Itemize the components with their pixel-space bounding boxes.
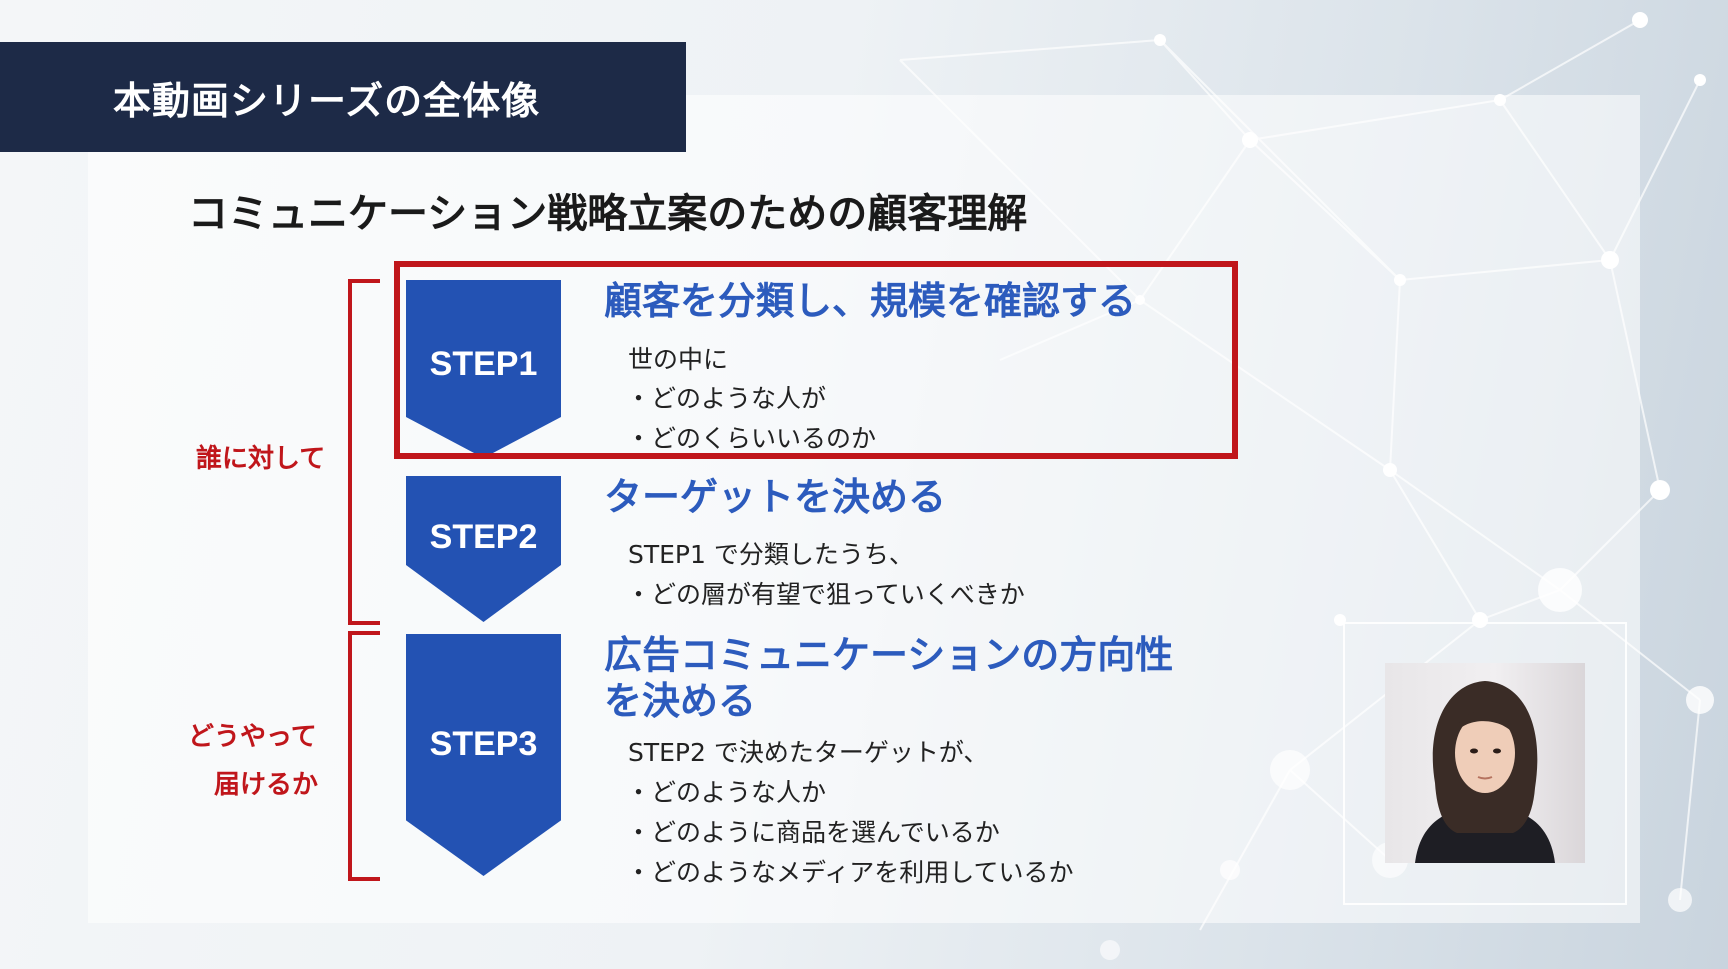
label-how-line2: 届けるか	[214, 770, 319, 800]
step3-heading-line2: を決める	[604, 679, 757, 723]
step2-label: STEP2	[429, 518, 538, 556]
presenter-video-icon[interactable]	[1385, 663, 1585, 863]
content-panel	[88, 95, 1640, 923]
label-how-line1: どうやって	[188, 722, 317, 752]
step1-line-1: 世の中に	[628, 345, 729, 374]
step2-line-1: STEP1 で分類したうち、	[628, 540, 914, 569]
step3-line-3: ・どのように商品を選んでいるか	[626, 818, 1000, 847]
step2-line-2: ・どの層が有望で狙っていくべきか	[626, 580, 1025, 609]
step3-line-4: ・どのようなメディアを利用しているか	[626, 858, 1074, 887]
presenter-frame	[1343, 622, 1627, 905]
label-who: 誰に対して	[196, 444, 326, 474]
step1-heading: 顧客を分類し、規模を確認する	[604, 279, 1137, 323]
step3-chevron: STEP3	[406, 634, 561, 876]
step1-chevron: STEP1	[406, 280, 561, 458]
slide-subtitle: コミュニケーション戦略立案のための顧客理解	[188, 191, 1028, 237]
step1-line-2: ・どのような人が	[626, 384, 827, 413]
step2-heading: ターゲットを決める	[604, 475, 947, 519]
step3-heading-line1: 広告コミュニケーションの方向性	[604, 633, 1174, 677]
step3-line-2: ・どのような人か	[626, 778, 827, 807]
step1-line-3: ・どのくらいいるのか	[626, 424, 877, 453]
bracket-how	[348, 631, 380, 881]
presenter-figure-icon	[1415, 681, 1555, 863]
title-banner	[0, 42, 686, 152]
step3-label: STEP3	[429, 725, 538, 763]
step1-highlight-box	[394, 261, 1238, 459]
step1-label: STEP1	[429, 345, 538, 383]
slide-title: 本動画シリーズの全体像	[113, 79, 541, 123]
bracket-who	[348, 279, 380, 625]
step3-line-1: STEP2 で決めたターゲットが、	[628, 738, 989, 767]
